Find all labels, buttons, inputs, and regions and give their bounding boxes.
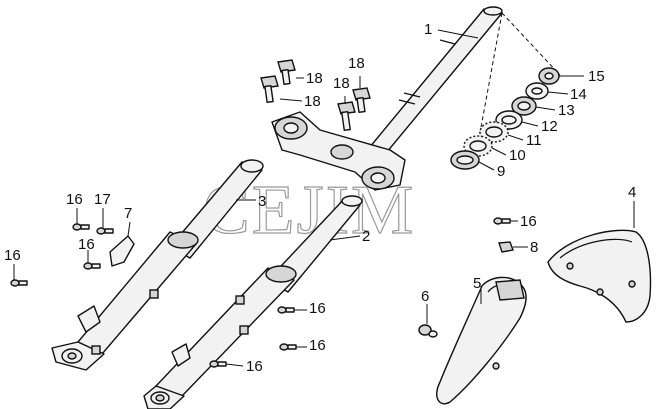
callout-4: 4	[628, 184, 636, 201]
callout-2: 2	[362, 228, 370, 245]
screws-left	[10, 223, 114, 287]
rear-fender-4	[547, 229, 652, 323]
nut-15	[538, 67, 560, 85]
callout-16g: 16	[520, 213, 537, 230]
callout-13: 13	[558, 102, 575, 119]
callout-14: 14	[570, 86, 587, 103]
ring-13	[511, 96, 537, 116]
callout-1: 1	[424, 21, 432, 38]
left-fork-leg	[51, 159, 264, 371]
bearing-10	[463, 135, 493, 157]
callout-16c: 16	[4, 247, 21, 264]
callout-8: 8	[530, 239, 538, 256]
callout-16a: 16	[66, 191, 83, 208]
callout-18a: 18	[306, 70, 323, 87]
callout-17: 17	[94, 191, 111, 208]
callout-18b: 18	[304, 93, 321, 110]
callout-9: 9	[497, 163, 505, 180]
callout-12: 12	[541, 118, 558, 135]
callout-5: 5	[473, 275, 481, 292]
callout-16d: 16	[309, 300, 326, 317]
callout-16e: 16	[309, 337, 326, 354]
callout-6: 6	[421, 288, 429, 305]
hose-clip-7	[109, 235, 135, 267]
callout-11: 11	[526, 132, 542, 149]
bolt-18-group	[260, 59, 371, 132]
clip-8	[498, 241, 514, 253]
callout-1-leader	[437, 29, 479, 39]
callout-16b: 16	[78, 236, 95, 253]
screws-center	[209, 217, 511, 368]
callout-16f: 16	[246, 358, 263, 375]
right-fork-leg	[143, 195, 363, 409]
front-fender-5	[436, 276, 527, 405]
fork-triple-clamp	[271, 111, 406, 191]
callout-7: 7	[124, 205, 132, 222]
bearing-11	[479, 121, 509, 143]
callout-10: 10	[509, 147, 526, 164]
washer-14	[525, 82, 549, 100]
race-9	[450, 150, 480, 170]
bolt-6	[418, 324, 438, 338]
callout-18c: 18	[333, 75, 350, 92]
callout-3: 3	[258, 193, 266, 210]
callout-15: 15	[588, 68, 605, 85]
callout-18d: 18	[348, 55, 365, 72]
bearing-stack	[450, 67, 560, 170]
